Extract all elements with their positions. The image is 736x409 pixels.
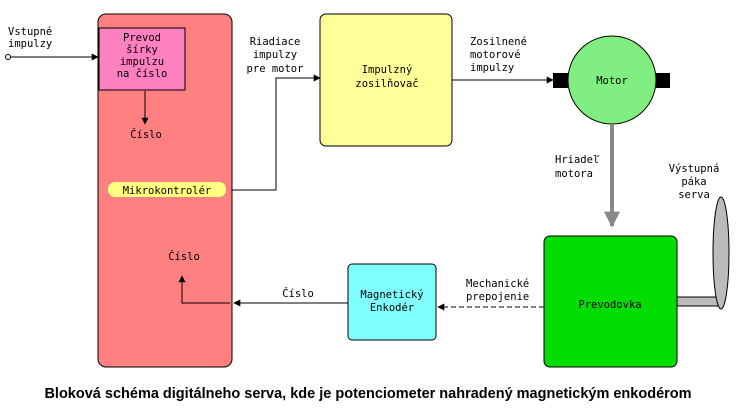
microcontroller-label-highlight xyxy=(108,182,226,197)
encoder-label-line1: Magnetický xyxy=(360,289,423,301)
feedback-number-label: Číslo xyxy=(282,287,314,300)
motor-shaft-label-line1: Hriadeľ xyxy=(555,154,599,166)
pwm-to-number-label-line3: impulzu xyxy=(120,56,164,68)
encoder-label-line2: Enkodér xyxy=(370,302,414,314)
motor-label: Motor xyxy=(596,75,628,87)
number-bottom-arrow xyxy=(178,275,230,304)
pwm-to-number-label-line4: na číslo xyxy=(117,68,168,80)
gearbox-label: Prevodovka xyxy=(578,299,641,311)
amplifier-label-line1: Impulzný xyxy=(362,64,413,76)
motor-terminal-right xyxy=(656,73,670,88)
output-lever-label-line2: páka xyxy=(681,176,706,188)
pwm-to-number-label-line1: Prevod xyxy=(123,32,161,44)
output-lever xyxy=(712,196,730,310)
amplified-pulses-label-line3: impulzy xyxy=(470,62,514,74)
input-terminal xyxy=(5,54,11,60)
control-pulses-label-line1: Riadiace xyxy=(250,36,301,48)
encoder-block xyxy=(347,263,437,341)
input-pulses-label-line1: Vstupné xyxy=(8,26,52,38)
amplified-pulses-label-line1: Zosilnené xyxy=(470,36,527,48)
diagram-caption: Bloková schéma digitálneho serva, kde je… xyxy=(44,386,691,402)
motor-shaft-label-line2: motora xyxy=(555,168,593,180)
control-pulses-arrow xyxy=(232,74,321,191)
control-pulses-label-line3: pre motor xyxy=(247,63,304,75)
mechanical-link-label-line2: prepojenie xyxy=(466,291,529,303)
control-pulses-label-line2: impulzy xyxy=(253,49,297,61)
gearbox-block xyxy=(543,235,678,368)
mechanical-link-label-line1: Mechanické xyxy=(466,278,529,290)
amplified-pulses-label-line2: motorové xyxy=(470,49,521,61)
amplifier-label-line2: zosilňovač xyxy=(355,78,418,90)
output-shaft xyxy=(675,296,723,307)
number-top-label: Číslo xyxy=(130,128,162,141)
output-lever-label-line3: serva xyxy=(678,189,710,201)
pwm-to-number-block xyxy=(98,27,186,91)
pwm-to-number-label-line2: šírky xyxy=(126,44,158,56)
number-bottom-label: Číslo xyxy=(168,250,200,263)
microcontroller-label: Mikrokontrolér xyxy=(123,185,212,197)
input-pulses-label-line2: impulzy xyxy=(8,38,52,50)
motor-terminal-left xyxy=(553,73,568,88)
output-lever-label-line1: Výstupná xyxy=(669,163,720,175)
